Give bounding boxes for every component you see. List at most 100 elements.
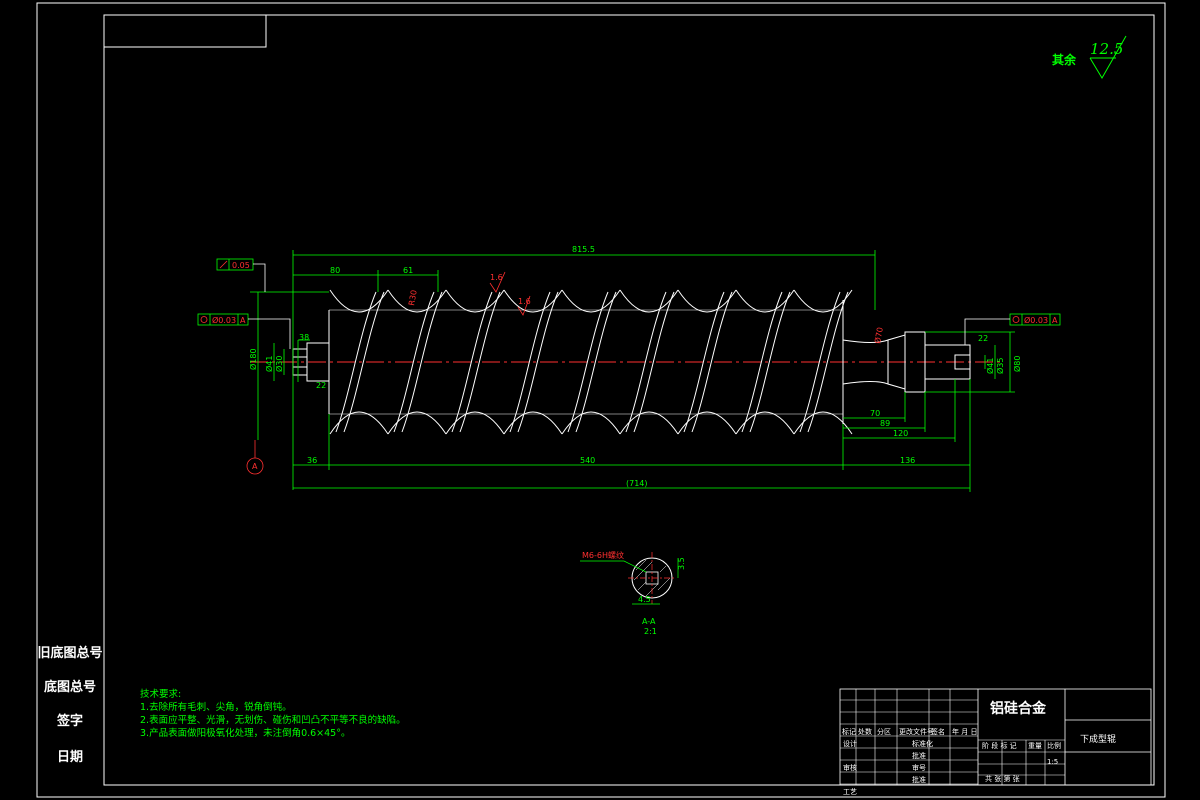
dim-22: 22 (316, 381, 326, 390)
flute-bottom-arc (329, 411, 389, 435)
flute-top-arc (619, 289, 679, 313)
tb-mid-label: 标准化 (912, 739, 933, 748)
flute-helix-line (343, 291, 385, 433)
flute-helix-line (575, 291, 617, 433)
side-label-old-base: 旧底图总号 (37, 646, 103, 661)
flute-top-arc (503, 289, 563, 313)
side-label-sign: 签字 (56, 714, 83, 729)
outer-frame (36, 2, 1166, 798)
tech-requirements: 技术要求: 1.去除所有毛刺、尖角，锐角倒钝。 2.表面应平整、光滑，无划伤、碰… (140, 688, 406, 740)
dim-22-right: 22 (978, 334, 988, 343)
roughness-value: 12.5 (1090, 40, 1123, 58)
tb-stage-label: 阶 段 标 记 (982, 741, 1017, 750)
flute-helix-line (749, 291, 791, 433)
left-coaxial-datum: A (240, 316, 246, 325)
dia-flute: R30 (407, 289, 419, 306)
dim-714: (714) (626, 479, 648, 488)
flute-helix-line (807, 291, 849, 433)
tech-item-3: 3.产品表面做阳极氧化处理，未注倒角0.6×45°。 (140, 728, 351, 739)
code-box (103, 14, 267, 48)
right-coaxial-value: Ø0.03 (1024, 315, 1048, 325)
flute-helix-line (451, 291, 493, 433)
dim-61: 61 (403, 266, 413, 275)
flute-helix-line (509, 291, 551, 433)
flute-helix-line (683, 291, 725, 433)
thread-note: M6-6H螺纹 (582, 550, 624, 560)
inner-frame (103, 14, 1155, 786)
tb-row-label: 设计 (843, 739, 857, 748)
datum-a-marker: A (246, 440, 264, 475)
left-coaxial-value: Ø0.03 (212, 315, 236, 325)
helical-flutes (329, 289, 853, 435)
tb-row-label: 审核 (843, 763, 857, 772)
tb-mid-label: 批准 (912, 751, 926, 760)
tb-col-label: 分区 (877, 727, 891, 736)
tb-col-label: 处数 (858, 727, 872, 736)
flute-helix-line (625, 291, 667, 433)
right-coaxial-datum: A (1052, 316, 1058, 325)
dim-120: 120 (893, 429, 908, 438)
flute-helix-line (741, 291, 783, 433)
flute-helix-line (517, 291, 559, 433)
tb-weight-label: 重量 (1028, 742, 1042, 750)
surface-mark-1: 1.6 (490, 273, 503, 282)
roughness-prefix: 其余 (1052, 52, 1077, 67)
dim-136: 136 (900, 456, 915, 465)
tb-mid-label: 批准 (912, 775, 926, 784)
flute-bottom-arc (735, 411, 795, 435)
flute-top-arc (561, 289, 621, 313)
right-coaxial-frame: Ø0.03 A (964, 313, 1061, 345)
flute-helix-line (633, 291, 675, 433)
dim-80: 80 (330, 266, 340, 275)
side-label-date: 日期 (56, 750, 83, 765)
dimension-lines (250, 250, 1015, 492)
tech-title: 技术要求: (140, 689, 182, 700)
flute-helix-line (799, 291, 841, 433)
dia-left-41: Ø41 (264, 356, 274, 372)
dia-left-180: Ø180 (248, 348, 258, 370)
tb-scale-value: 1:5 (1047, 758, 1058, 766)
flute-top-arc (677, 289, 737, 313)
flute-bottom-arc (387, 411, 447, 435)
dim-overall: 815.5 (572, 245, 595, 254)
dim-38: 38 (299, 333, 309, 342)
dia-left-30: Ø30 (274, 356, 284, 372)
flute-bottom-arc (677, 411, 737, 435)
flute-helix-line (393, 291, 435, 433)
runout-value: 0.05 (232, 261, 250, 270)
flute-helix-line (401, 291, 443, 433)
dim-540: 540 (580, 456, 595, 465)
tech-item-2: 2.表面应平整、光滑，无划伤、碰伤和凹凸不平等不良的缺陷。 (140, 715, 406, 726)
title-block-grid (840, 689, 1065, 785)
side-label-base: 底图总号 (43, 680, 96, 695)
section-view: M6-6H螺纹 4.5 3.5 A-A 2:1 (580, 550, 686, 636)
tb-row-label: 工艺 (843, 788, 857, 796)
tb-col-label: 年 月 日 (952, 727, 977, 736)
dia-right-41: Ø41 (985, 358, 995, 374)
flute-bottom-arc (561, 411, 621, 435)
tech-item-1: 1.去除所有毛刺、尖角，锐角倒钝。 (140, 702, 292, 713)
dia-right-80: Ø80 (1012, 356, 1022, 372)
title-block (839, 688, 1152, 786)
section-title: A-A (642, 617, 656, 626)
flute-bottom-arc (445, 411, 505, 435)
section-scale: 2:1 (644, 627, 657, 636)
section-width: 4.5 (638, 595, 651, 604)
tb-scale-label: 比例 (1047, 741, 1061, 750)
surface-marks: 1.6 1.6 (489, 271, 531, 316)
roughness-symbol: 其余 12.5 (1052, 35, 1127, 79)
flute-bottom-arc (503, 411, 563, 435)
section-depth: 3.5 (677, 557, 686, 570)
material: 铝硅合金 (990, 700, 1047, 717)
part-name: 下成型辊 (1080, 733, 1116, 745)
flute-top-arc (445, 289, 505, 313)
datum-a-label: A (252, 462, 258, 471)
tb-mid-label: 审号 (912, 763, 926, 772)
surface-mark-2: 1.6 (518, 297, 531, 306)
flute-bottom-arc (793, 411, 853, 435)
flute-helix-line (691, 291, 733, 433)
flute-helix-line (567, 291, 609, 433)
tb-col-label: 签名 (931, 727, 945, 736)
flute-top-arc (329, 289, 389, 313)
